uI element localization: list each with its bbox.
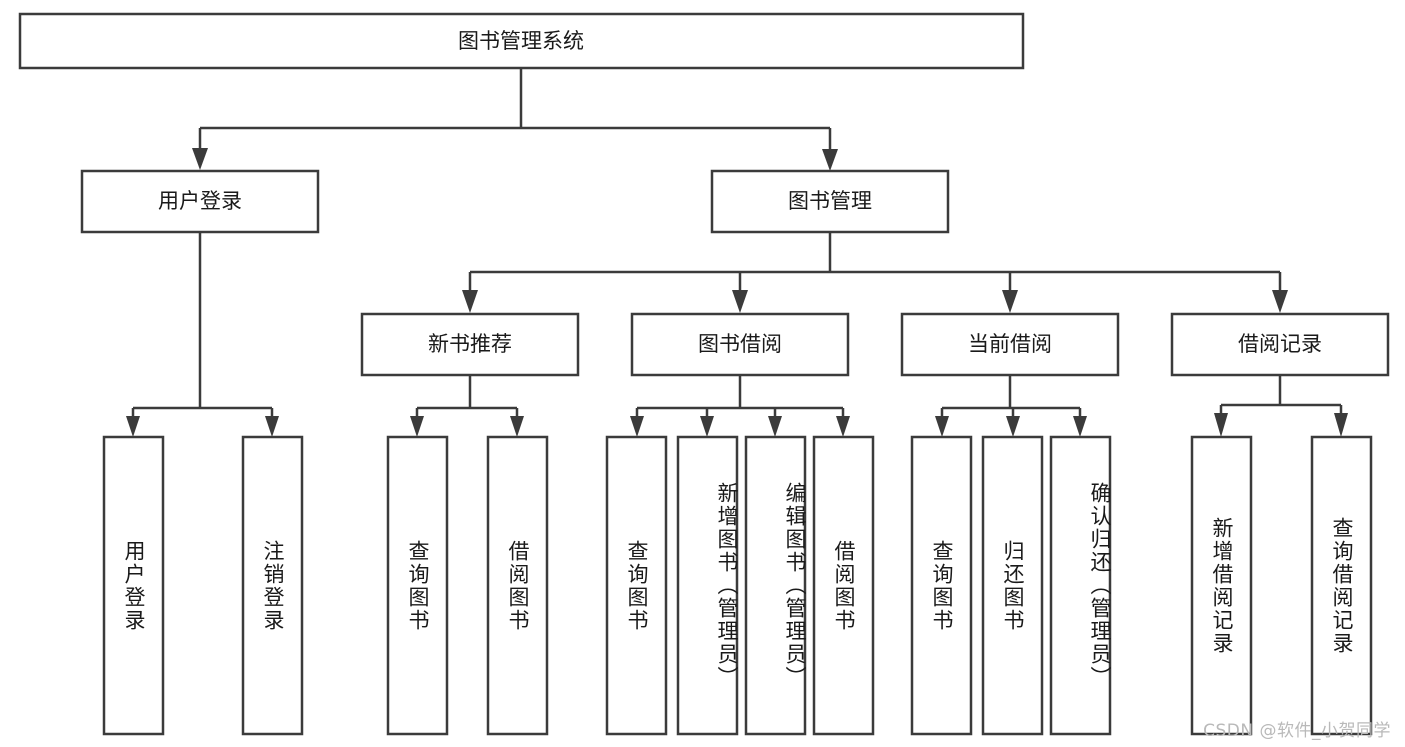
node-leaf-confirm-return-box[interactable] (1049, 435, 1112, 736)
connector-layer (126, 68, 1348, 437)
arrow-to-leaf-borrow-book-1 (510, 416, 524, 437)
node-borrow-record-box[interactable] (1170, 312, 1390, 377)
node-leaf-logout-login-box[interactable] (241, 435, 304, 736)
node-book-borrow-box[interactable] (630, 312, 850, 377)
arrow-to-leaf-add-record (1214, 413, 1228, 437)
csdn-watermark: CSDN @软件_小贺同学 (1203, 721, 1391, 741)
label-borrow-record: 借阅记录 (1238, 332, 1322, 356)
arrow-to-leaf-query-book-1 (410, 416, 424, 437)
label-new-book-recommend: 新书推荐 (428, 332, 512, 356)
label-current-borrow: 当前借阅 (968, 332, 1052, 356)
arrow-to-new-book-recommend (462, 290, 478, 313)
label-book-manage: 图书管理 (788, 189, 872, 213)
arrow-to-leaf-add-book (700, 416, 714, 437)
arrow-to-leaf-borrow-book-2 (836, 416, 850, 437)
node-leaf-add-record-box[interactable] (1190, 435, 1253, 736)
node-leaf-query-record-box[interactable] (1310, 435, 1373, 736)
node-leaf-query-book-1-box[interactable] (386, 435, 449, 736)
node-leaf-query-book-2-box[interactable] (605, 435, 668, 736)
label-root: 图书管理系统 (458, 29, 584, 53)
label-book-borrow: 图书借阅 (698, 332, 782, 356)
arrow-to-leaf-logout-login (265, 416, 279, 437)
arrow-to-borrow-record (1272, 290, 1288, 313)
arrow-to-leaf-query-book-3 (935, 416, 949, 437)
node-leaf-borrow-book-1-box[interactable] (486, 435, 549, 736)
node-new-book-recommend-box[interactable] (360, 312, 580, 377)
node-leaf-borrow-book-2-box[interactable] (812, 435, 875, 736)
arrow-to-user-login (192, 148, 208, 170)
node-root-box[interactable] (18, 12, 1025, 70)
arrow-to-leaf-query-book-2 (630, 416, 644, 437)
node-leaf-query-book-3-box[interactable] (910, 435, 973, 736)
node-current-borrow-box[interactable] (900, 312, 1120, 377)
node-user-login-box[interactable] (80, 169, 320, 234)
node-leaf-edit-book-box[interactable] (744, 435, 807, 736)
label-layer: 图书管理系统 用户登录 图书管理 新书推荐 图书借阅 当前借阅 借阅记录 (158, 29, 1322, 356)
node-leaf-add-book-box[interactable] (676, 435, 739, 736)
arrow-to-leaf-return-book (1006, 416, 1020, 437)
arrow-to-current-borrow (1002, 290, 1018, 313)
arrow-to-leaf-query-record (1334, 413, 1348, 437)
node-layer (18, 12, 1390, 736)
label-user-login: 用户登录 (158, 189, 242, 213)
arrow-to-book-manage (822, 149, 838, 171)
arrow-to-leaf-edit-book (768, 416, 782, 437)
node-leaf-return-book-box[interactable] (981, 435, 1044, 736)
node-book-manage-box[interactable] (710, 169, 950, 234)
node-leaf-user-login-box[interactable] (102, 435, 165, 736)
arrow-to-leaf-user-login (126, 416, 140, 437)
arrow-to-book-borrow (732, 290, 748, 313)
arrow-to-leaf-confirm-return (1073, 416, 1087, 437)
